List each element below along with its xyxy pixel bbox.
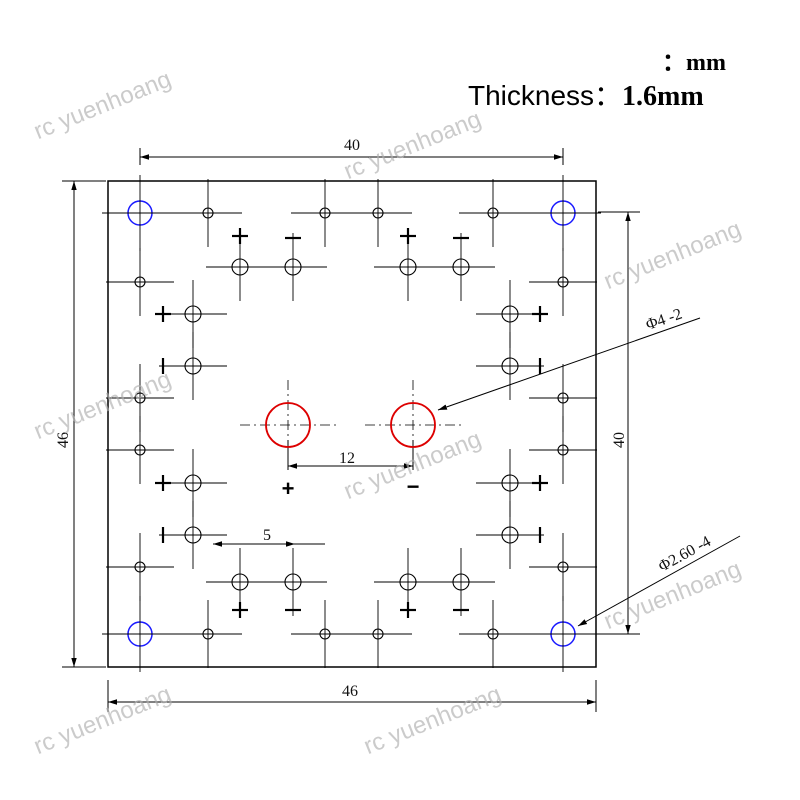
pad-marks [102, 175, 601, 672]
dim-top-width: 40 [344, 137, 360, 154]
center-minus-mark: − [407, 474, 420, 499]
pad-hole [284, 258, 302, 276]
unit-prefix: ： [662, 50, 687, 76]
pad-hole [399, 573, 417, 591]
pad-hole [501, 357, 519, 375]
pad-hole [184, 357, 202, 375]
thickness-line: Thickness：1.6mm [468, 74, 704, 114]
pad-hole [501, 526, 519, 544]
pad-hole [134, 444, 146, 456]
pad-hole [557, 444, 569, 456]
pad-hole [202, 628, 214, 640]
pad-hole [372, 628, 384, 640]
pad-hole [284, 573, 302, 591]
dim-right-height: 40 [611, 432, 628, 448]
pad-hole [319, 628, 331, 640]
pad-hole [399, 258, 417, 276]
pad-hole [557, 276, 569, 288]
pad-hole [184, 474, 202, 492]
pad-hole [134, 276, 146, 288]
pad-hole [184, 305, 202, 323]
center-plus-mark: + [282, 476, 295, 501]
big-hole-callout: Φ4 -2 [644, 306, 685, 334]
pad-hole [557, 561, 569, 573]
big-hole-right [390, 402, 436, 448]
pad-hole [372, 207, 384, 219]
pad-hole [557, 392, 569, 404]
pad-hole [134, 392, 146, 404]
dimension-lines [62, 148, 741, 712]
pad-hole [202, 207, 214, 219]
board-outline [107, 180, 597, 668]
dim-left-height: 46 [55, 432, 72, 448]
dim-pitch: 5 [263, 527, 271, 544]
dim-bottom-width: 46 [342, 683, 358, 700]
thickness-label: Thickness： [468, 80, 623, 111]
thickness-value: 1.6mm [622, 81, 704, 112]
pad-hole [487, 628, 499, 640]
pad-hole [501, 474, 519, 492]
center-lines [240, 380, 465, 470]
pad-hole [231, 573, 249, 591]
pad-hole [501, 305, 519, 323]
pad-hole [452, 258, 470, 276]
pad-hole [452, 573, 470, 591]
big-hole-left [265, 402, 311, 448]
pad-hole [487, 207, 499, 219]
unit-value: mm [686, 50, 726, 76]
mount-holes [127, 200, 576, 647]
pad-hole [231, 258, 249, 276]
unit-line: ：mm [662, 42, 726, 77]
pad-hole [134, 561, 146, 573]
dim-center-spacing: 12 [339, 450, 355, 467]
pad-hole [319, 207, 331, 219]
pad-hole [184, 526, 202, 544]
